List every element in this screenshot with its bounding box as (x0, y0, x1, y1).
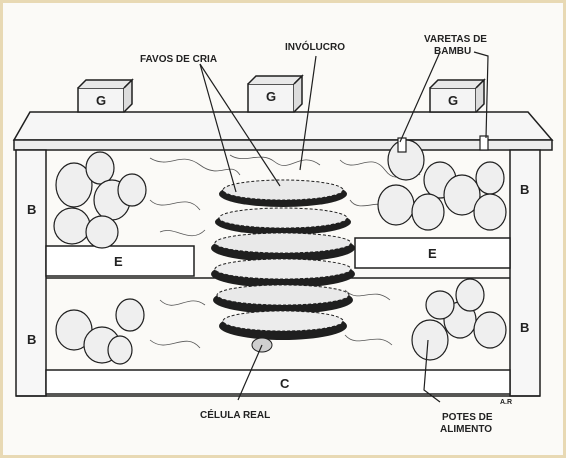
floor-bottom (46, 370, 510, 394)
label-varetas-line1: VARETAS DE (424, 34, 487, 45)
label-favos-de-cria: FAVOS DE CRIA (140, 54, 217, 65)
label-b-bottom-left: B (27, 332, 36, 347)
label-potes-line2: ALIMENTO (440, 424, 492, 435)
lid-rim (14, 140, 552, 150)
label-b-top-left: B (27, 202, 36, 217)
lid-top (14, 112, 552, 140)
label-e-left: E (114, 254, 123, 269)
label-varetas-line2: BAMBU (434, 46, 471, 57)
label-g-right: G (448, 93, 458, 108)
brood-combs (211, 180, 355, 352)
label-celula-real: CÉLULA REAL (200, 408, 270, 421)
label-g-left: G (96, 93, 106, 108)
label-b-bottom-right: B (520, 320, 529, 335)
label-potes-line1: POTES DE (442, 412, 493, 423)
wall-left (16, 150, 46, 396)
label-g-center: G (266, 89, 276, 104)
label-involucro: INVÓLUCRO (285, 40, 345, 53)
label-e-right: E (428, 246, 437, 261)
label-author-mark: A.R (500, 399, 512, 406)
label-c: C (280, 376, 290, 391)
label-b-top-right: B (520, 182, 529, 197)
